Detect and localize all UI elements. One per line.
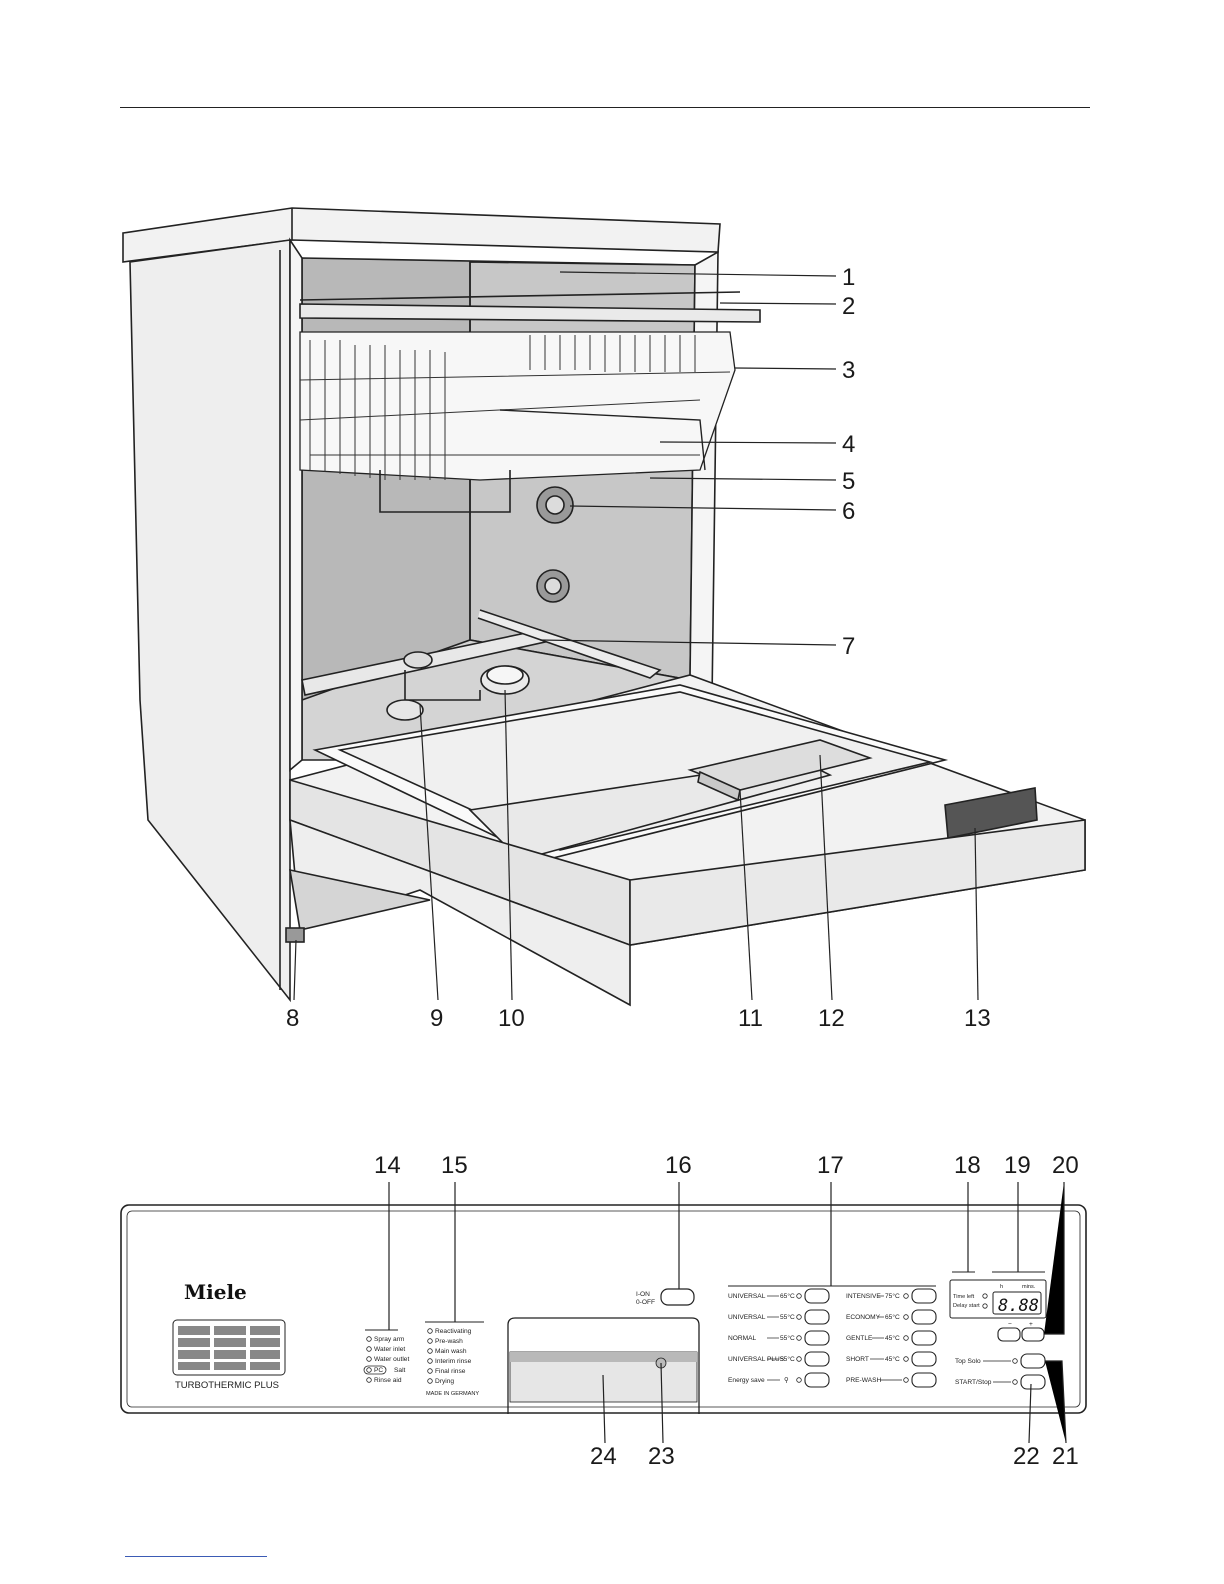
indicator-drying: Drying — [435, 1378, 454, 1385]
minus-button[interactable] — [997, 1327, 1021, 1342]
program-universal-55: UNIVERSAL — [728, 1314, 766, 1321]
indicator-pre-wash: Pre-wash — [435, 1338, 463, 1345]
callout-23: 23 — [648, 1443, 675, 1470]
program-universal-plus-temp: 55°C — [780, 1355, 795, 1363]
delay-start-light — [982, 1303, 988, 1309]
callout-20: 20 — [1052, 1152, 1079, 1179]
minus-label: − — [1008, 1321, 1012, 1328]
callout-10: 10 — [498, 1005, 525, 1032]
program-economy-temp: 65°C — [885, 1313, 900, 1321]
callout-17: 17 — [817, 1152, 844, 1179]
turbothermic-grille — [172, 1319, 286, 1376]
start-stop-button[interactable] — [1020, 1374, 1046, 1390]
leader-lines-fig1 — [293, 271, 979, 1001]
start-stop-light — [1012, 1379, 1018, 1385]
callout-4: 4 — [842, 431, 855, 458]
indicator-lights-left — [363, 1336, 387, 1383]
top-solo-label: Top Solo — [955, 1358, 981, 1365]
start-stop-label: START/Stop — [955, 1379, 992, 1386]
plus-label: + — [1029, 1321, 1033, 1328]
callout-9: 9 — [430, 1005, 443, 1032]
program-energy-save: Energy save — [728, 1377, 765, 1384]
callout-1: 1 — [842, 264, 855, 291]
power-on-label: I-ON — [636, 1291, 650, 1298]
callout-14: 14 — [374, 1152, 401, 1179]
unit-minutes: mins. — [1022, 1284, 1036, 1290]
program-gentle-temp: 45°C — [885, 1334, 900, 1342]
time-display-value: 8.88 — [998, 1296, 1039, 1316]
top-solo-light — [1012, 1358, 1018, 1364]
callout-13: 13 — [964, 1005, 991, 1032]
program-universal-plus: UNIVERSAL PLUS — [728, 1356, 785, 1363]
indicator-salt: Salt — [394, 1367, 406, 1374]
indicator-lights-mid — [427, 1328, 433, 1384]
program-short: SHORT — [846, 1356, 869, 1363]
program-universal-65: UNIVERSAL — [728, 1293, 766, 1300]
callout-3: 3 — [842, 357, 855, 384]
model-name: TURBOTHERMIC PLUS — [175, 1380, 279, 1391]
power-button[interactable] — [660, 1288, 695, 1306]
unit-hours: h — [1000, 1284, 1003, 1290]
top-solo-button[interactable] — [1020, 1353, 1046, 1369]
callout-6: 6 — [842, 498, 855, 525]
leader-lines-fig2 — [388, 1182, 1067, 1444]
made-in-label: MADE IN GERMANY — [426, 1391, 479, 1397]
indicator-spray-arm: Spray arm — [374, 1336, 405, 1343]
callout-8: 8 — [286, 1005, 299, 1032]
indicator-final-rinse: Final rinse — [435, 1368, 466, 1375]
brand-logo: Miele — [184, 1280, 247, 1304]
callout-16: 16 — [665, 1152, 692, 1179]
faucet-icon: ⚲ — [784, 1377, 789, 1384]
dishwasher-illustration — [122, 207, 1086, 1007]
indicator-water-outlet: Water outlet — [374, 1356, 409, 1363]
program-universal-55-temp: 55°C — [780, 1313, 795, 1321]
header-rule — [120, 107, 1090, 108]
program-short-temp: 45°C — [885, 1355, 900, 1363]
indicator-reactivating: Reactivating — [435, 1328, 472, 1335]
callout-24: 24 — [590, 1443, 617, 1470]
indicator-pc: PC — [374, 1367, 383, 1374]
delay-start-label: Delay start — [953, 1303, 980, 1309]
indicator-main-wash: Main wash — [435, 1348, 467, 1355]
power-off-label: 0-OFF — [636, 1299, 655, 1306]
time-display — [992, 1291, 1042, 1315]
callout-15: 15 — [441, 1152, 468, 1179]
program-economy: ECONOMY — [846, 1314, 881, 1321]
callout-2: 2 — [842, 293, 855, 320]
indicator-water-inlet: Water inlet — [374, 1346, 405, 1353]
callout-21: 21 — [1052, 1443, 1079, 1470]
program-buttons[interactable] — [804, 1288, 937, 1388]
time-left-light — [982, 1293, 988, 1299]
program-universal-65-temp: 65°C — [780, 1292, 795, 1300]
program-normal-temp: 55°C — [780, 1334, 795, 1342]
callout-5: 5 — [842, 468, 855, 495]
callout-12: 12 — [818, 1005, 845, 1032]
indicator-rinse-aid: Rinse aid — [374, 1377, 402, 1384]
program-lights — [796, 1293, 909, 1383]
program-intensive-temp: 75°C — [885, 1292, 900, 1300]
plus-button[interactable] — [1021, 1327, 1045, 1342]
time-left-label: Time left — [953, 1294, 975, 1300]
callout-22: 22 — [1013, 1443, 1040, 1470]
display-frame — [949, 1279, 1047, 1319]
callout-18: 18 — [954, 1152, 981, 1179]
footer-link-rule — [125, 1556, 267, 1557]
indicator-interim-rinse: Interim rinse — [435, 1358, 472, 1365]
callout-19: 19 — [1004, 1152, 1031, 1179]
program-pre-wash: PRE-WASH — [846, 1377, 882, 1384]
program-normal: NORMAL — [728, 1335, 757, 1342]
callout-7: 7 — [842, 633, 855, 660]
program-intensive: INTENSIVE — [846, 1293, 881, 1300]
program-gentle: GENTLE — [846, 1335, 873, 1342]
callout-11: 11 — [738, 1005, 763, 1032]
